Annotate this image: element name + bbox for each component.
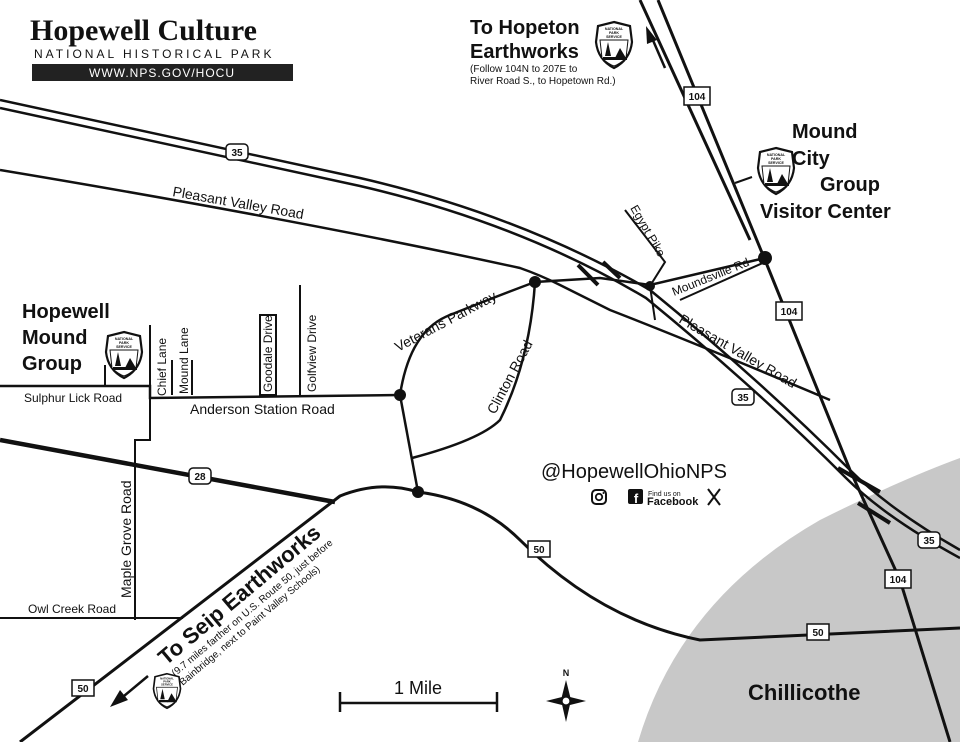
svg-text:104: 104 (890, 575, 907, 586)
social-handle[interactable]: @HopewellOhioNPS (541, 461, 727, 483)
owl-creek-road-label: Owl Creek Road (28, 602, 116, 616)
nps-badge-text: PARK (163, 680, 170, 684)
nps-badge-text: NATIONAL (115, 337, 134, 341)
svg-text:50: 50 (77, 684, 89, 695)
hopewell-mound-2: Mound (22, 327, 88, 349)
pleasant-valley-road (0, 168, 831, 402)
nps-badge-text: SERVICE (606, 35, 622, 39)
egypt-pike-label: Egypt Pike (627, 203, 668, 260)
route-104 (638, 0, 952, 742)
loop-west-side (398, 394, 420, 493)
hopeton-note-1: (Follow 104N to 207E to (470, 64, 578, 75)
route-35 (0, 98, 960, 560)
chillicothe-label: Chillicothe (748, 680, 860, 705)
park-subtitle: NATIONAL HISTORICAL PARK (34, 47, 274, 61)
nps-badge-text: PARK (119, 341, 129, 345)
park-title: Hopewell Culture (30, 14, 257, 47)
shield-35-a: 35 (225, 143, 249, 161)
svg-text:50: 50 (533, 545, 545, 556)
clinton-road-label: Clinton Road (484, 337, 536, 416)
interchange-bars (576, 260, 892, 525)
instagram-icon[interactable] (591, 489, 607, 505)
compass-rose-icon (546, 680, 586, 722)
shield-104-b: 104 (775, 301, 803, 321)
chief-lane-label: Chief Lane (155, 338, 169, 396)
goodale-drive-label: Goodale Drive (261, 315, 275, 392)
southwest-arrow-icon (110, 675, 149, 707)
sulphur-lick-road-label: Sulphur Lick Road (24, 391, 122, 405)
mound-city-4: Visitor Center (760, 201, 891, 223)
chillicothe-area (638, 458, 960, 742)
nps-badge-text: SERVICE (116, 345, 132, 349)
junction-dots (394, 251, 772, 498)
svg-text:28: 28 (194, 472, 206, 483)
nps-badge-text: PARK (609, 31, 619, 35)
facebook-icon[interactable]: f (628, 489, 643, 506)
nps-badge-text: PARK (771, 157, 781, 161)
mound-city-3: Group (820, 174, 880, 196)
svg-text:104: 104 (781, 307, 798, 318)
svg-text:35: 35 (923, 536, 935, 547)
seip-title: To Seip Earthworks (153, 520, 325, 670)
scale-label: 1 Mile (394, 678, 442, 698)
shield-50-a: 50 (527, 540, 551, 558)
mound-city-2: City (792, 148, 831, 170)
svg-text:35: 35 (231, 148, 243, 159)
pleasant-valley-road-label-east: Pleasant Valley Road (677, 311, 800, 391)
facebook-big-label[interactable]: Facebook (647, 496, 699, 508)
svg-text:f: f (634, 491, 639, 506)
nps-badge-text: SERVICE (161, 683, 173, 687)
compass-north: N (563, 668, 570, 678)
veterans-parkway-label: Veterans Parkway (392, 288, 499, 355)
north-arrow-icon (646, 26, 667, 69)
svg-text:50: 50 (812, 628, 824, 639)
hopeton-title-2: Earthworks (470, 41, 579, 63)
anderson-station-road-label: Anderson Station Road (190, 401, 335, 417)
hopewell-mound-3: Group (22, 353, 82, 375)
shield-50-c: 50 (71, 679, 95, 697)
chief-lane (134, 325, 151, 620)
shield-28: 28 (188, 467, 212, 485)
golfview-drive-label: Golfview Drive (305, 314, 319, 392)
hopeton-note-2: River Road S., to Hopetown Rd.) (470, 76, 616, 87)
shield-50-b: 50 (806, 623, 830, 641)
hopewell-mound-1: Hopewell (22, 301, 110, 323)
mound-city-1: Mound (792, 121, 858, 143)
clinton-road (411, 281, 537, 460)
shield-35-c: 35 (917, 531, 941, 549)
nps-badge-text: NATIONAL (160, 677, 174, 681)
moundsville-road (679, 261, 766, 301)
x-icon[interactable] (707, 488, 721, 506)
hopeton-title-1: To Hopeton (470, 17, 580, 39)
egypt-pike (624, 209, 667, 321)
route-50 (19, 485, 960, 742)
seip-direction: To Seip Earthworks (9.7 miles farther on… (153, 520, 336, 689)
nps-badge-text: SERVICE (768, 161, 784, 165)
nps-badge-text: NATIONAL (605, 27, 624, 31)
scale-bar (338, 692, 499, 712)
svg-text:35: 35 (737, 393, 749, 404)
facebook-small-label: Find us on (648, 491, 681, 498)
url-bar (32, 64, 293, 81)
shield-104-c: 104 (884, 569, 912, 589)
shield-35-b: 35 (731, 388, 755, 406)
svg-text:104: 104 (689, 92, 706, 103)
mound-lane-label: Mound Lane (177, 327, 191, 394)
park-url[interactable]: WWW.NPS.GOV/HOCU (89, 66, 235, 80)
shield-104-a: 104 (683, 86, 711, 106)
maple-grove-road-label: Maple Grove Road (118, 480, 134, 598)
nps-badge-text: NATIONAL (767, 153, 786, 157)
route-28 (0, 437, 336, 505)
